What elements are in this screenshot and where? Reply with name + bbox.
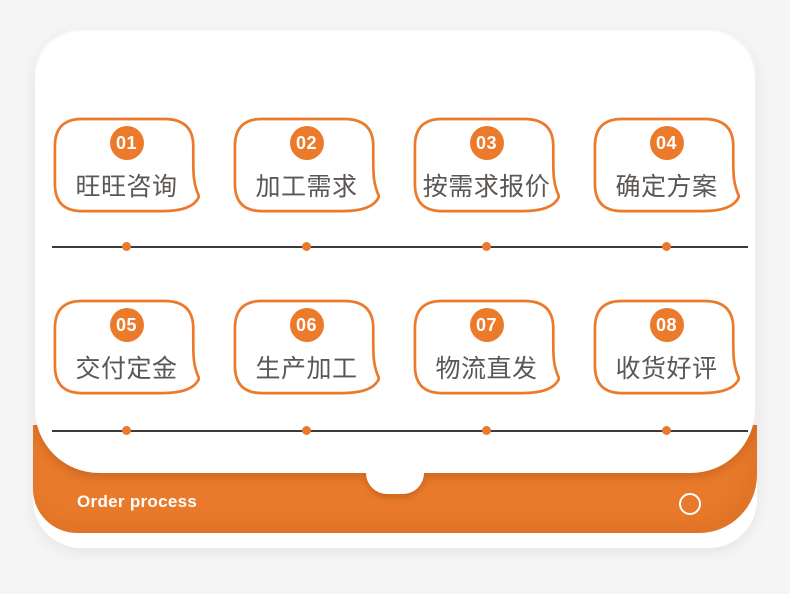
timeline-dot xyxy=(662,426,671,435)
step-number-badge: 04 xyxy=(649,126,684,160)
card-outline-shape xyxy=(593,299,740,395)
card-outline-shape xyxy=(233,117,380,213)
step-number-badge: 08 xyxy=(649,308,684,342)
card-outline-shape xyxy=(413,299,560,395)
timeline-line-1 xyxy=(52,246,748,248)
timeline-line-2 xyxy=(52,430,748,432)
circle-outline-icon xyxy=(679,493,701,515)
timeline-dot xyxy=(122,242,131,251)
step-row-2: 05 交付定金 06 生产加工 07 物流直发 08 收货好评 xyxy=(53,299,740,397)
timeline-dot xyxy=(482,242,491,251)
dot-slot xyxy=(53,426,200,435)
timeline-dot xyxy=(302,426,311,435)
card-outline-shape xyxy=(53,299,200,395)
dot-slot xyxy=(413,242,560,251)
step-card-05: 05 交付定金 xyxy=(53,299,200,397)
step-label: 加工需求 xyxy=(255,173,358,201)
timeline-dots-1 xyxy=(53,242,740,251)
banner-notch-tab xyxy=(366,473,424,494)
step-card-03: 03 按需求报价 xyxy=(413,117,560,215)
timeline-dot xyxy=(302,242,311,251)
card-outline-shape xyxy=(53,117,200,213)
dot-slot xyxy=(233,426,380,435)
step-card-07: 07 物流直发 xyxy=(413,299,560,397)
order-process-title: Order process xyxy=(77,492,198,511)
timeline-dot xyxy=(662,242,671,251)
step-label: 确定方案 xyxy=(615,173,718,201)
step-card-08: 08 收货好评 xyxy=(593,299,740,397)
step-number-badge: 02 xyxy=(289,126,324,160)
dot-slot xyxy=(593,426,740,435)
step-label: 交付定金 xyxy=(75,355,178,383)
timeline-dot xyxy=(122,426,131,435)
step-number-badge: 07 xyxy=(469,308,504,342)
step-label: 旺旺咨询 xyxy=(75,173,178,201)
step-label: 生产加工 xyxy=(255,355,358,383)
dot-slot xyxy=(593,242,740,251)
dot-slot xyxy=(53,242,200,251)
step-label: 物流直发 xyxy=(435,355,538,383)
card-outline-shape xyxy=(413,117,560,213)
step-number-badge: 06 xyxy=(289,308,324,342)
card-outline-shape xyxy=(233,299,380,395)
step-card-01: 01 旺旺咨询 xyxy=(53,117,200,215)
step-number-badge: 03 xyxy=(469,126,504,160)
content-panel: 01 旺旺咨询 02 加工需求 03 按需求报价 04 确定方案 xyxy=(35,32,755,473)
step-row-1: 01 旺旺咨询 02 加工需求 03 按需求报价 04 确定方案 xyxy=(53,117,740,215)
step-number-badge: 05 xyxy=(109,308,144,342)
step-label: 按需求报价 xyxy=(422,173,551,201)
card-outline-shape xyxy=(593,117,740,213)
step-card-02: 02 加工需求 xyxy=(233,117,380,215)
step-card-04: 04 确定方案 xyxy=(593,117,740,215)
step-label: 收货好评 xyxy=(615,355,718,383)
timeline-dot xyxy=(482,426,491,435)
dot-slot xyxy=(233,242,380,251)
dot-slot xyxy=(413,426,560,435)
process-panel: Order process 01 旺旺咨询 02 加工需求 03 按需求报价 0… xyxy=(33,30,757,548)
step-number-badge: 01 xyxy=(109,126,144,160)
timeline-dots-2 xyxy=(53,426,740,435)
step-card-06: 06 生产加工 xyxy=(233,299,380,397)
